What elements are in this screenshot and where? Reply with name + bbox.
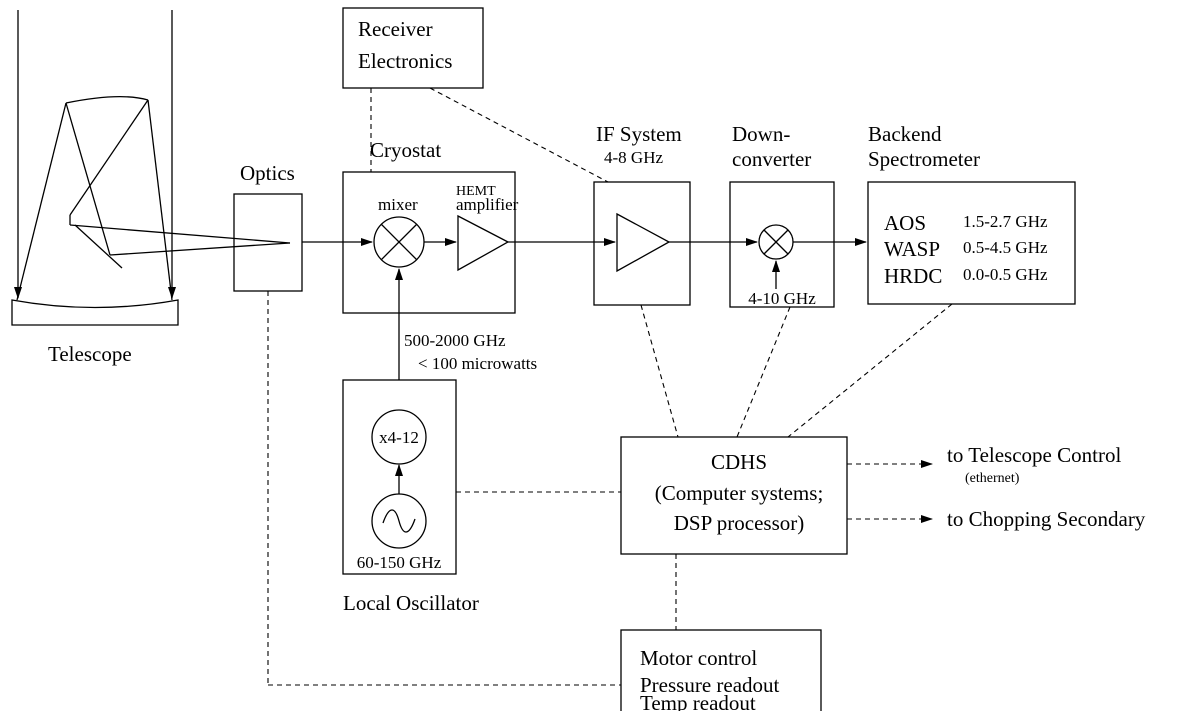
backend-spectrometer: Backend Spectrometer AOS 1.5-2.7 GHz WAS… — [867, 122, 1076, 305]
downconverter-mixer-icon — [758, 224, 794, 260]
telescope-label: Telescope — [48, 342, 132, 366]
if-system-label: IF System — [596, 122, 682, 146]
motor-line3: Temp readout — [640, 691, 756, 711]
cdhs-line2: (Computer systems; — [655, 481, 824, 505]
hemt-label-line1: HEMT — [456, 184, 496, 199]
downconverter-box — [729, 181, 835, 308]
if-system-box — [593, 181, 691, 306]
receiver-electronics: Receiver Electronics — [342, 7, 484, 89]
if-amplifier-icon — [616, 212, 671, 273]
backend-line1: Backend — [868, 122, 942, 146]
primary-mirror — [11, 299, 179, 326]
telescope: Telescope — [11, 10, 291, 366]
spectrometer-range-hrdc: 0.0-0.5 GHz — [963, 265, 1048, 284]
local-oscillator: x4-12 60-150 GHz Local Oscillator 500-20… — [342, 268, 537, 615]
cdhs-line1: CDHS — [711, 450, 767, 474]
spectrometer-name-hrdc: HRDC — [884, 264, 942, 288]
cdhs-box — [620, 436, 848, 555]
if-to-cdhs-link — [640, 304, 679, 438]
motor-control-box: Motor control Pressure readout Temp read… — [620, 629, 822, 711]
mixer-label: mixer — [378, 195, 418, 214]
chopping-secondary-label: to Chopping Secondary — [947, 507, 1146, 531]
downconverter-lo-range: 4-10 GHz — [748, 289, 816, 308]
spectrometer-name-wasp: WASP — [884, 237, 940, 261]
receiver-electronics-box — [342, 7, 484, 89]
downconverter-line2: converter — [732, 147, 811, 171]
spectrometer-name-aos: AOS — [884, 211, 926, 235]
backend-line2: Spectrometer — [868, 147, 980, 171]
multiplier-label: x4-12 — [379, 428, 419, 447]
downconverter: Down- converter 4-10 GHz — [729, 122, 835, 308]
sine-wave-icon — [382, 509, 416, 533]
receiver-electronics-line2: Electronics — [358, 49, 452, 73]
cryostat-label: Cryostat — [370, 138, 441, 162]
spectrometer-range-aos: 1.5-2.7 GHz — [963, 212, 1048, 231]
secondary-mirror — [65, 95, 149, 104]
lo-signal-frequency: 500-2000 GHz — [404, 331, 506, 350]
lo-source-range: 60-150 GHz — [357, 553, 442, 572]
backend-box — [867, 181, 1076, 305]
tertiary-mirror — [74, 224, 123, 269]
optics-label: Optics — [240, 161, 295, 185]
backend-to-cdhs-link — [787, 303, 953, 438]
hemt-label-line2: amplifier — [456, 195, 519, 214]
mixer-icon — [373, 216, 425, 268]
downconverter-to-cdhs-link — [736, 306, 791, 438]
if-system-range: 4-8 GHz — [604, 148, 663, 167]
downconverter-line1: Down- — [732, 122, 790, 146]
cdhs-line3: DSP processor) — [674, 511, 804, 535]
telescope-control-sublabel: (ethernet) — [965, 471, 1020, 486]
motor-line2: Pressure readout — [640, 673, 780, 697]
receiver-to-if-link — [429, 87, 609, 183]
optics: Optics — [233, 161, 303, 292]
lo-signal-power: < 100 microwatts — [418, 354, 537, 373]
motor-box — [620, 629, 822, 711]
hemt-amplifier-icon — [457, 214, 510, 272]
optics-box — [233, 193, 303, 292]
cdhs: CDHS (Computer systems; DSP processor) — [620, 436, 848, 555]
local-oscillator-label: Local Oscillator — [343, 591, 479, 615]
motor-line1: Motor control — [640, 646, 757, 670]
spectrometer-range-wasp: 0.5-4.5 GHz — [963, 238, 1048, 257]
telescope-control-label: to Telescope Control — [947, 443, 1121, 467]
cryostat: Cryostat mixer HEMT amplifier — [342, 138, 519, 314]
receiver-electronics-line1: Receiver — [358, 17, 433, 41]
if-system: IF System 4-8 GHz — [593, 122, 691, 306]
